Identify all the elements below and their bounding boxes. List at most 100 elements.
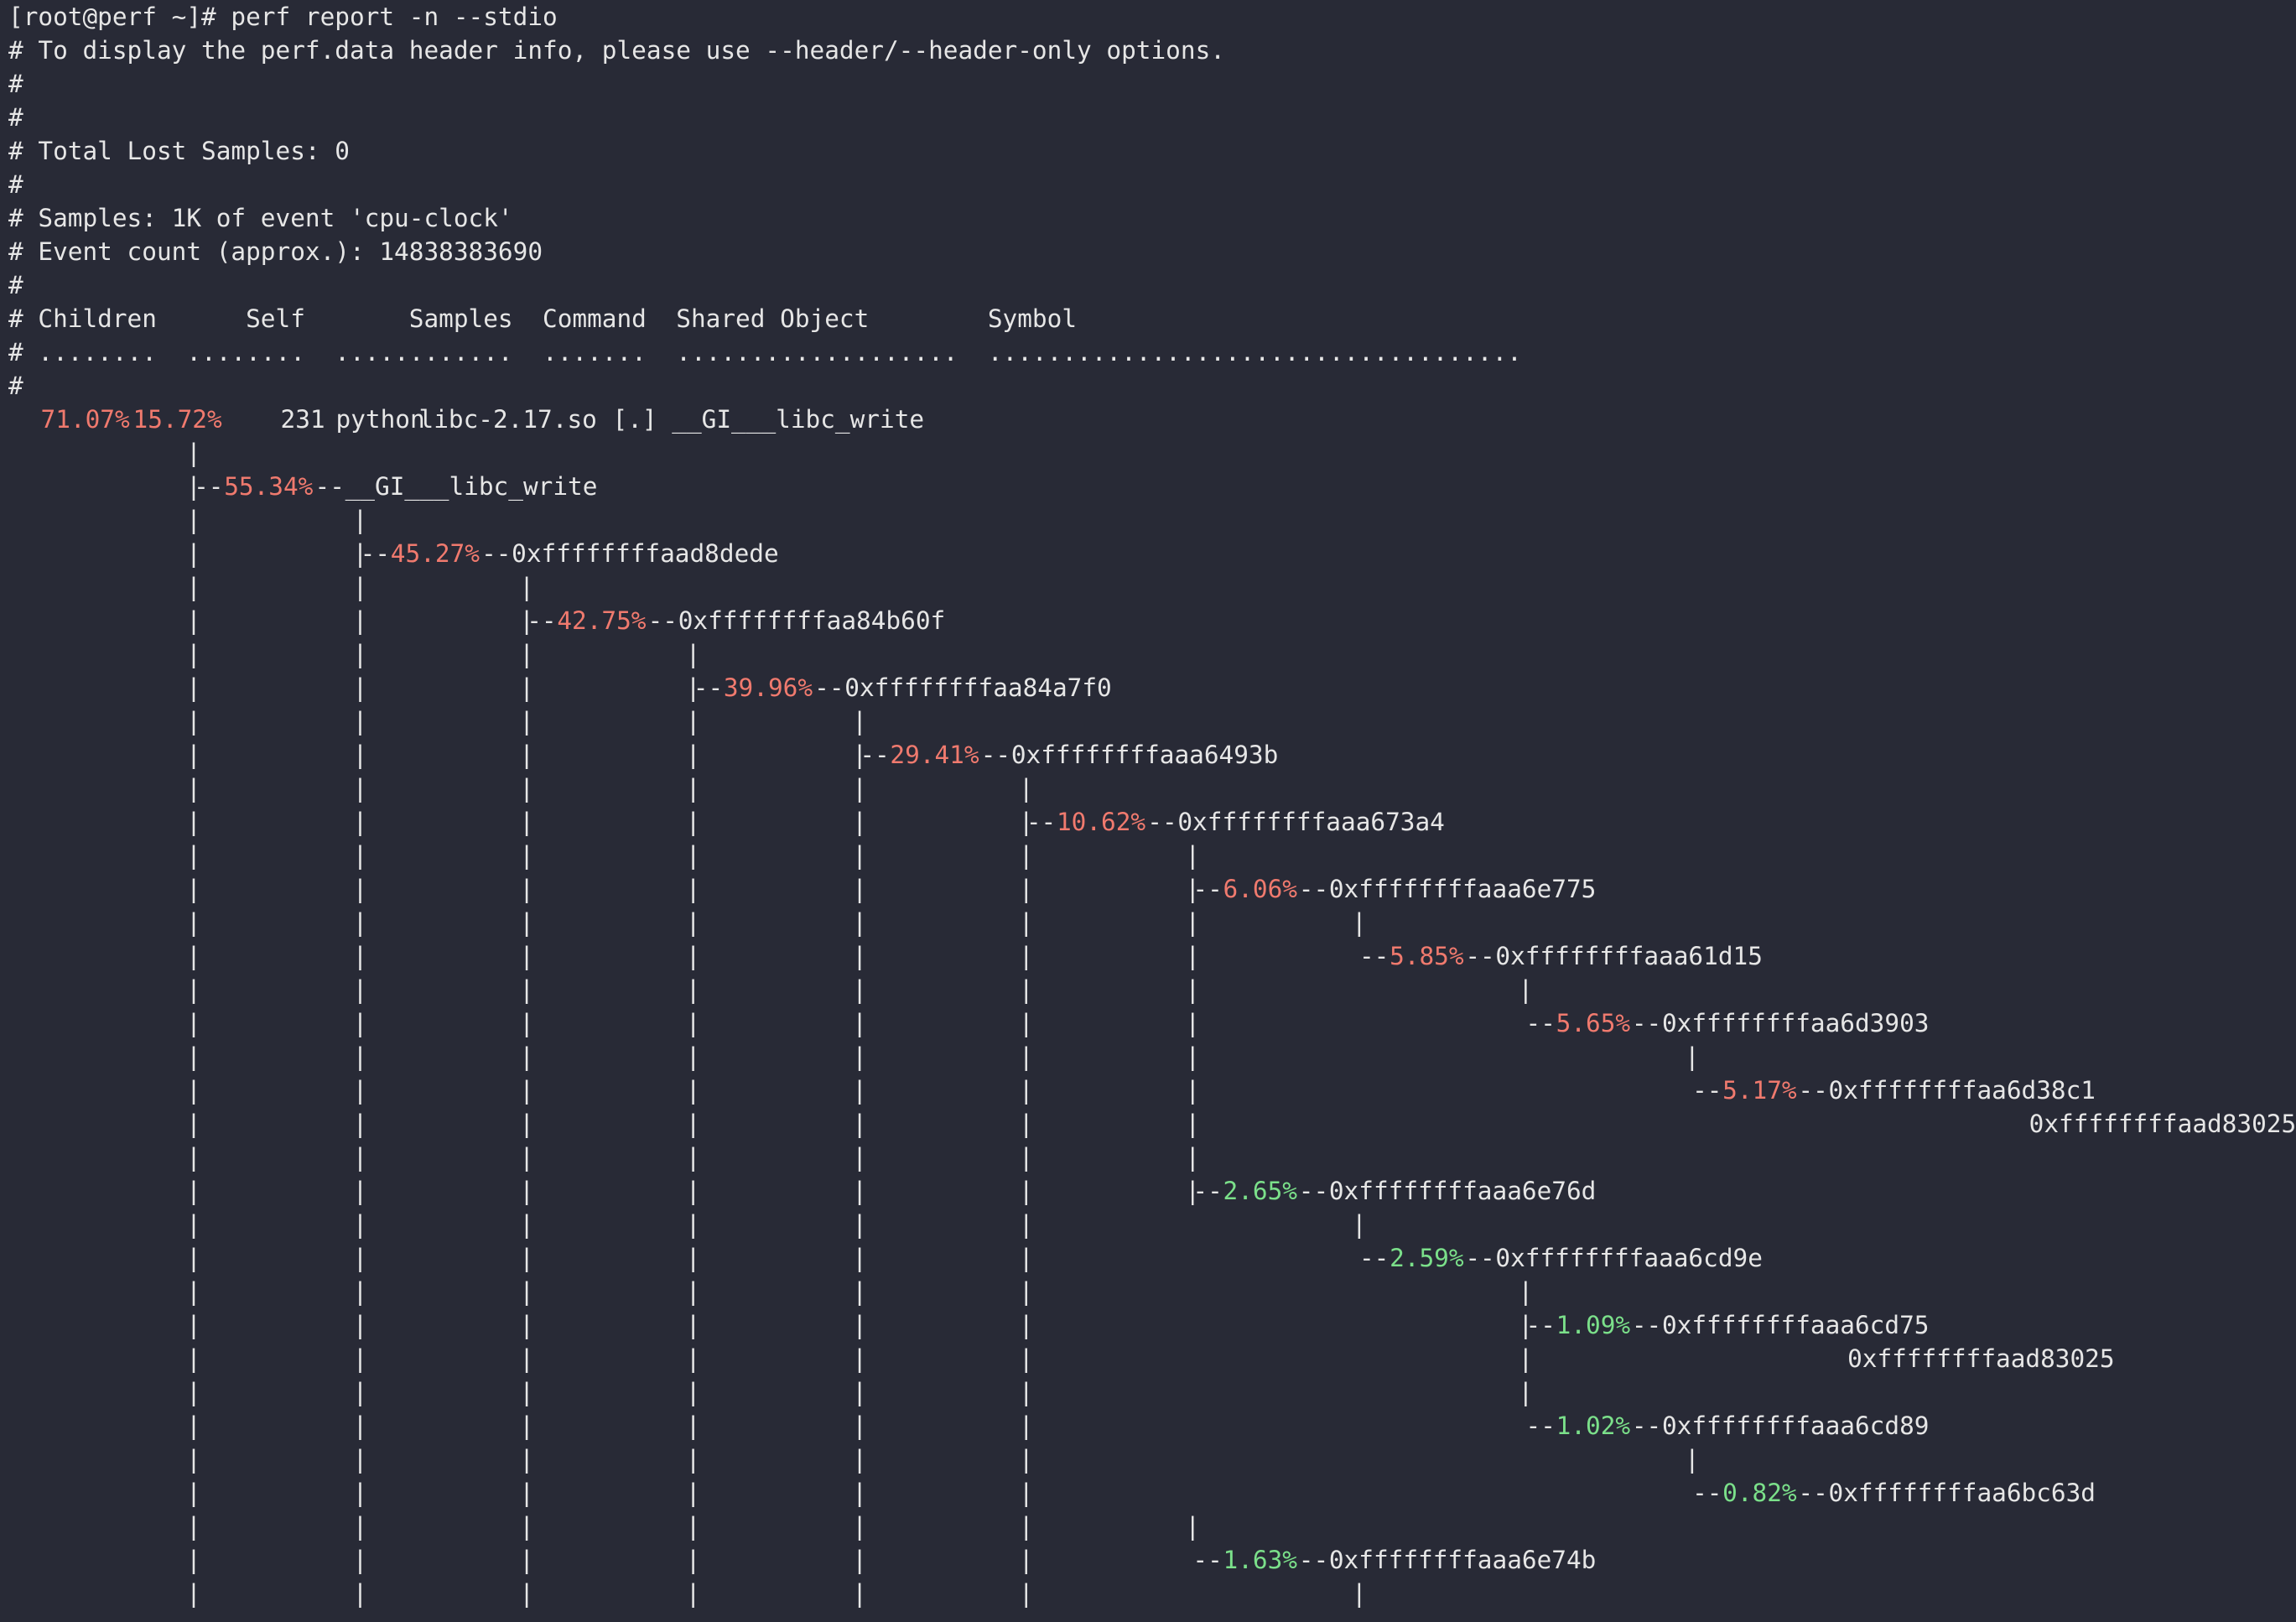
tree-branch-pipe: | [685, 1546, 701, 1574]
tree-branch-pipe: | [1185, 1076, 1201, 1105]
tree-branch-pipe: | [186, 1042, 201, 1071]
tree-branch-pipe: | [352, 1445, 368, 1474]
tree-branch-pipe: | [1018, 774, 1034, 803]
header-line-text: # [8, 170, 23, 199]
tree-branch-pipe: | [519, 707, 534, 736]
tree-branch-pipe: | [519, 741, 534, 769]
tree-branch-pipe: | [1018, 1411, 1034, 1440]
tree-connector: -- [1692, 1479, 1722, 1507]
tree-branch-pipe: | [519, 841, 534, 870]
tree-branch-pipe: | [1018, 1445, 1034, 1474]
call-percent: 10.62% [1056, 808, 1146, 836]
tree-branch-pipe: | [186, 908, 201, 937]
call-symbol: 0xffffffffaa84b60f [678, 606, 946, 635]
command-name: python [335, 405, 425, 434]
tree-branch-pipe: | [1518, 1311, 1534, 1339]
tree-connector: -- [1192, 1546, 1223, 1574]
self-percent: 15.72% [132, 405, 222, 434]
tree-branch-pipe: | [685, 640, 701, 668]
tree-branch-pipe: | [685, 1344, 701, 1373]
call-symbol: 0xffffffffaa84a7f0 [844, 673, 1112, 702]
tree-branch-pipe: | [186, 1479, 201, 1507]
call-percent: 45.27% [390, 539, 480, 568]
tree-branch-pipe: | [1018, 875, 1034, 903]
tree-branch-pipe: | [852, 1143, 867, 1172]
tree-branch-pipe: | [685, 942, 701, 970]
tree-branch-pipe: | [685, 1042, 701, 1071]
tree-branch-pipe: | [186, 1378, 201, 1406]
tree-branch-pipe: | [1018, 1512, 1034, 1541]
tree-branch-pipe: | [1518, 975, 1534, 1004]
tree-connector: -- [314, 472, 345, 501]
call-symbol: 0xffffffffaaa6493b [1010, 741, 1279, 769]
tree-branch-pipe: | [685, 1512, 701, 1541]
tree-branch-pipe: | [519, 975, 534, 1004]
tree-branch-pipe: | [1018, 1076, 1034, 1105]
tree-branch-pipe: | [352, 1143, 368, 1172]
tree-branch-pipe: | [519, 1512, 534, 1541]
tree-branch-pipe: | [352, 1546, 368, 1574]
tree-branch-pipe: | [1351, 1210, 1367, 1239]
tree-branch-pipe: | [519, 1042, 534, 1071]
tree-connector: -- [1631, 1411, 1662, 1440]
tree-branch-pipe: | [519, 1546, 534, 1574]
call-symbol: 0xffffffffaaa6cd9e [1495, 1244, 1763, 1272]
call-percent: 2.65% [1223, 1177, 1297, 1205]
tree-connector: -- [860, 741, 890, 769]
tree-connector: -- [1192, 875, 1223, 903]
tree-branch-pipe: | [186, 774, 201, 803]
tree-branch-pipe: | [186, 1311, 201, 1339]
call-symbol: 0xffffffffaa6bc63d [1828, 1479, 2096, 1507]
tree-branch-pipe: | [852, 741, 867, 769]
tree-connector: -- [1465, 942, 1495, 970]
tree-connector: -- [1631, 1009, 1662, 1037]
tree-branch-pipe: | [186, 606, 201, 635]
tree-branch-pipe: | [852, 1445, 867, 1474]
tree-branch-pipe: | [1185, 975, 1201, 1004]
tree-branch-pipe: | [186, 539, 201, 568]
tree-connector: -- [814, 673, 844, 702]
tree-branch-pipe: | [186, 472, 201, 501]
tree-connector: -- [1798, 1479, 1828, 1507]
tree-branch-pipe: | [1018, 942, 1034, 970]
call-percent: 1.09% [1556, 1311, 1631, 1339]
tree-branch-pipe: | [685, 774, 701, 803]
call-symbol-tail: 0xffffffffaad83025 [1847, 1344, 2115, 1373]
tree-branch-pipe: | [352, 808, 368, 836]
tree-branch-pipe: | [352, 741, 368, 769]
tree-branch-pipe: | [1018, 1378, 1034, 1406]
shared-object-name: libc-2.17.so [418, 405, 597, 434]
tree-branch-pipe: | [1018, 908, 1034, 937]
tree-branch-pipe: | [186, 1411, 201, 1440]
tree-branch-pipe: | [519, 1411, 534, 1440]
tree-connector: -- [1631, 1311, 1662, 1339]
tree-branch-pipe: | [186, 1344, 201, 1373]
tree-branch-pipe: | [352, 1579, 368, 1608]
summary-row: 71.07% 15.72% 231 python libc-2.17.so [.… [8, 403, 925, 436]
tree-branch-pipe: | [352, 707, 368, 736]
tree-branch-pipe: | [186, 975, 201, 1004]
tree-branch-pipe: | [852, 1110, 867, 1138]
call-percent: 55.34% [224, 472, 314, 501]
tree-branch-pipe: | [852, 1579, 867, 1608]
tree-branch-pipe: | [352, 673, 368, 702]
samples-count: 231 [280, 405, 325, 434]
tree-branch-pipe: | [186, 1177, 201, 1205]
tree-branch-pipe: | [186, 640, 201, 668]
call-percent: 39.96% [723, 673, 813, 702]
tree-branch-pipe: | [519, 640, 534, 668]
tree-branch-pipe: | [352, 774, 368, 803]
tree-connector: -- [1692, 1076, 1722, 1105]
tree-branch-pipe: | [352, 1378, 368, 1406]
tree-branch-pipe: | [186, 439, 201, 467]
tree-branch-pipe: | [352, 875, 368, 903]
tree-branch-pipe: | [352, 1277, 368, 1306]
tree-branch-pipe: | [685, 1110, 701, 1138]
tree-branch-pipe: | [1518, 1378, 1534, 1406]
tree-connector: -- [1192, 1177, 1223, 1205]
tree-branch-pipe: | [685, 1479, 701, 1507]
tree-branch-pipe: | [186, 573, 201, 601]
tree-branch-pipe: | [852, 1344, 867, 1373]
tree-branch-pipe: | [519, 875, 534, 903]
